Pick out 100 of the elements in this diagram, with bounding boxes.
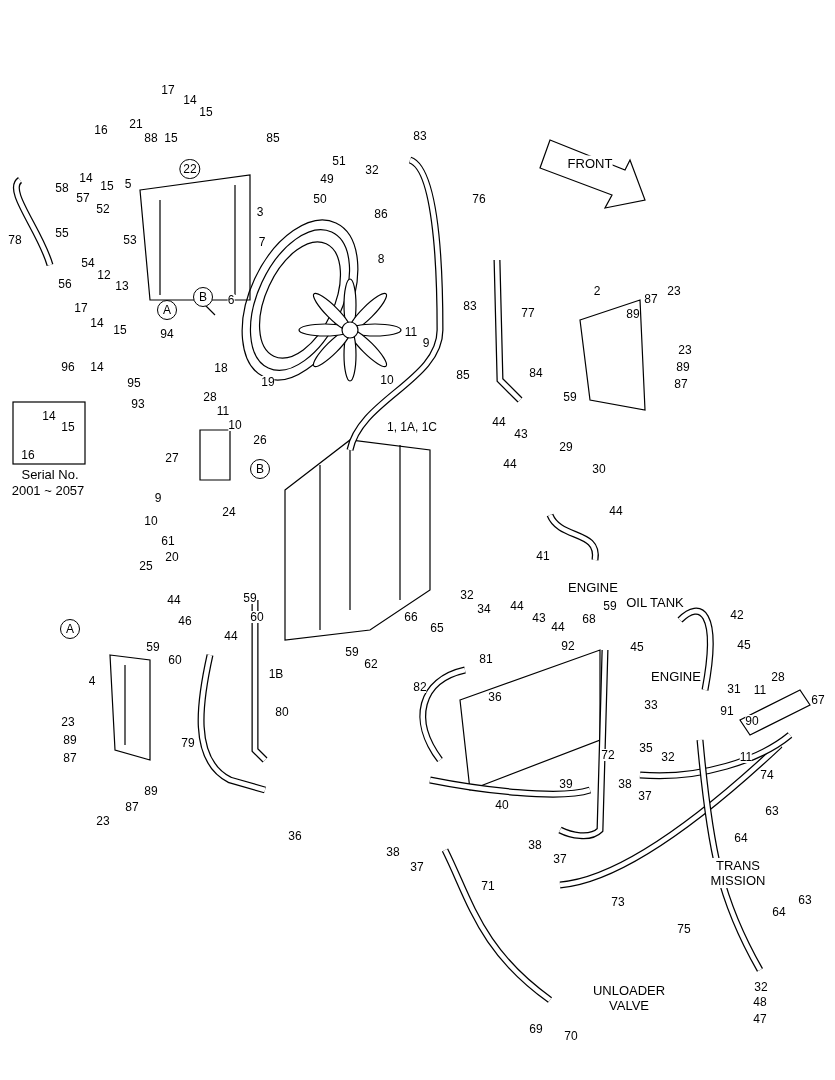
callout-number: B [250, 459, 270, 479]
callout-number: 86 [374, 208, 388, 220]
callout-number: 15 [100, 180, 114, 192]
callout-number: 24 [222, 506, 236, 518]
callout-number: 6 [227, 294, 235, 306]
callout-number: 53 [123, 234, 137, 246]
callout-number: 55 [55, 227, 69, 239]
callout-number: 84 [529, 367, 543, 379]
callout-number: 3 [256, 206, 264, 218]
callout-number: 4 [88, 675, 96, 687]
callout-number: 71 [481, 880, 495, 892]
callout-number: 15 [113, 324, 127, 336]
callout-number: 38 [386, 846, 400, 858]
callout-number: 58 [55, 182, 69, 194]
callout-number: 89 [144, 785, 158, 797]
callout-number: 16 [94, 124, 108, 136]
callout-number: 48 [753, 996, 767, 1008]
callout-number: 44 [551, 621, 565, 633]
callout-number: 1, 1A, 1C [387, 421, 437, 433]
callout-number: 33 [644, 699, 658, 711]
callout-number: 5 [124, 178, 132, 190]
callout-number: 11 [216, 405, 230, 417]
callout-number: 64 [734, 832, 748, 844]
callout-number: 38 [618, 778, 632, 790]
callout-number: 25 [139, 560, 153, 572]
callout-number: 37 [638, 790, 652, 802]
callout-number: 51 [332, 155, 346, 167]
callout-number: 96 [61, 361, 75, 373]
callout-number: 59 [603, 600, 617, 612]
callout-number: 21 [129, 118, 143, 130]
callout-number: 75 [677, 923, 691, 935]
callout-number: 32 [460, 589, 474, 601]
callout-number: 74 [760, 769, 774, 781]
callout-number: 31 [727, 683, 741, 695]
callout-number: B [193, 287, 213, 307]
callout-number: 13 [115, 280, 129, 292]
callout-number: 35 [639, 742, 653, 754]
callout-number: 44 [510, 600, 524, 612]
callout-number: 44 [224, 630, 238, 642]
callout-number: 64 [772, 906, 786, 918]
callout-number: 10 [228, 419, 242, 431]
callout-number: 44 [492, 416, 506, 428]
callout-number: 73 [611, 896, 625, 908]
callout-number: 8 [377, 253, 385, 265]
callout-number: 60 [168, 654, 182, 666]
callout-number: 27 [165, 452, 179, 464]
callout-number: A [157, 300, 177, 320]
callout-number: 81 [479, 653, 493, 665]
callout-number: 11 [404, 326, 418, 338]
callout-number: 18 [214, 362, 228, 374]
callout-number: 76 [472, 193, 486, 205]
callout-number: 14 [90, 361, 104, 373]
callout-number: 49 [320, 173, 334, 185]
callout-number: 65 [430, 622, 444, 634]
callout-number: 19 [261, 376, 275, 388]
callout-number: 23 [61, 716, 75, 728]
callout-number: 47 [753, 1013, 767, 1025]
callout-number: 91 [720, 705, 734, 717]
callout-number: 66 [404, 611, 418, 623]
callout-number: 15 [199, 106, 213, 118]
note-text: FRONT [567, 155, 613, 171]
callout-number: 44 [503, 458, 517, 470]
callout-number: 23 [678, 344, 692, 356]
callout-number: 77 [521, 307, 535, 319]
callout-number: 29 [559, 441, 573, 453]
callout-number: 59 [243, 592, 257, 604]
callout-number: 9 [154, 492, 162, 504]
callout-number: 23 [667, 285, 681, 297]
callout-number: 15 [164, 132, 178, 144]
callout-number: 89 [63, 734, 77, 746]
callout-number: 7 [258, 236, 266, 248]
callout-number: 10 [144, 515, 158, 527]
callout-number: 43 [532, 612, 546, 624]
callout-number: 14 [183, 94, 197, 106]
callout-number: 89 [676, 361, 690, 373]
callout-number: 92 [561, 640, 575, 652]
callout-number: 11 [739, 751, 753, 763]
callout-number: 36 [288, 830, 302, 842]
callout-number: 85 [456, 369, 470, 381]
callout-number: 44 [609, 505, 623, 517]
callout-number: 30 [592, 463, 606, 475]
callout-number: 85 [266, 132, 280, 144]
callout-number: 90 [745, 715, 759, 727]
callout-number: 95 [127, 377, 141, 389]
callout-number: 54 [81, 257, 95, 269]
callout-number: 63 [765, 805, 779, 817]
callout-number: 87 [125, 801, 139, 813]
callout-number: 78 [8, 234, 22, 246]
callout-number: 37 [410, 861, 424, 873]
callout-number: 14 [42, 410, 56, 422]
callout-number: 28 [203, 391, 217, 403]
callout-number: 72 [601, 749, 615, 761]
callout-number: 59 [146, 641, 160, 653]
callout-number: 23 [96, 815, 110, 827]
callout-number: 14 [90, 317, 104, 329]
callout-number: 56 [58, 278, 72, 290]
callout-number: 17 [74, 302, 88, 314]
callout-number: 14 [79, 172, 93, 184]
callout-number: 70 [564, 1030, 578, 1042]
callout-number: 60 [250, 611, 264, 623]
